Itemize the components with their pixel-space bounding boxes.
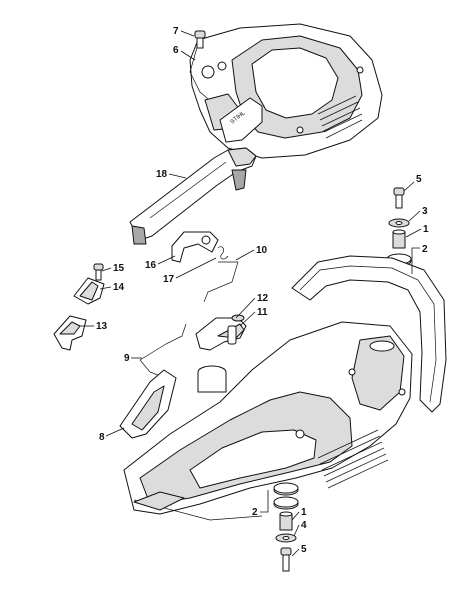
callout-8: 8: [99, 432, 105, 443]
callout-6: 6: [173, 45, 179, 56]
callout-2-upper: 2: [422, 244, 428, 255]
callout-2-lower: 2: [252, 507, 258, 518]
screw-7-part: [194, 30, 206, 49]
av-stack-lower: [273, 482, 299, 572]
callout-12: 12: [257, 293, 269, 304]
callout-16: 16: [145, 260, 157, 271]
vent-grille: [317, 95, 363, 139]
callout-4: 4: [301, 520, 307, 531]
callout-14: 14: [113, 282, 125, 293]
callout-3: 3: [422, 206, 428, 217]
main-housing-part: [123, 255, 447, 521]
callout-labels: 7 6 18 5 3 1 2 10 16 17 15 14 12 11 13 9…: [96, 26, 429, 555]
bracket-14-part: [73, 263, 105, 305]
callout-1-lower: 1: [301, 507, 307, 518]
handle-molding-part: [129, 147, 257, 245]
lever-12-part: [195, 314, 247, 351]
callout-18: 18: [156, 169, 168, 180]
leader-lines: [80, 30, 422, 557]
guard-8-part: [119, 369, 177, 439]
handle-housing-part: STIHL: [189, 23, 383, 159]
trigger-13-part: [53, 315, 87, 351]
callout-5-upper: 5: [416, 174, 422, 185]
callout-17: 17: [163, 274, 175, 285]
callout-11: 11: [257, 307, 268, 318]
spring-17-part: [217, 246, 229, 260]
callout-7: 7: [173, 26, 179, 37]
lever-16-part: [171, 231, 219, 263]
callout-5-lower: 5: [301, 544, 307, 555]
callout-15: 15: [113, 263, 125, 274]
cooling-fins: [317, 429, 389, 489]
callout-10: 10: [256, 245, 268, 256]
callout-1-upper: 1: [423, 224, 429, 235]
callout-13: 13: [96, 321, 108, 332]
callout-9: 9: [124, 353, 130, 364]
rod-10-part: [203, 261, 239, 303]
